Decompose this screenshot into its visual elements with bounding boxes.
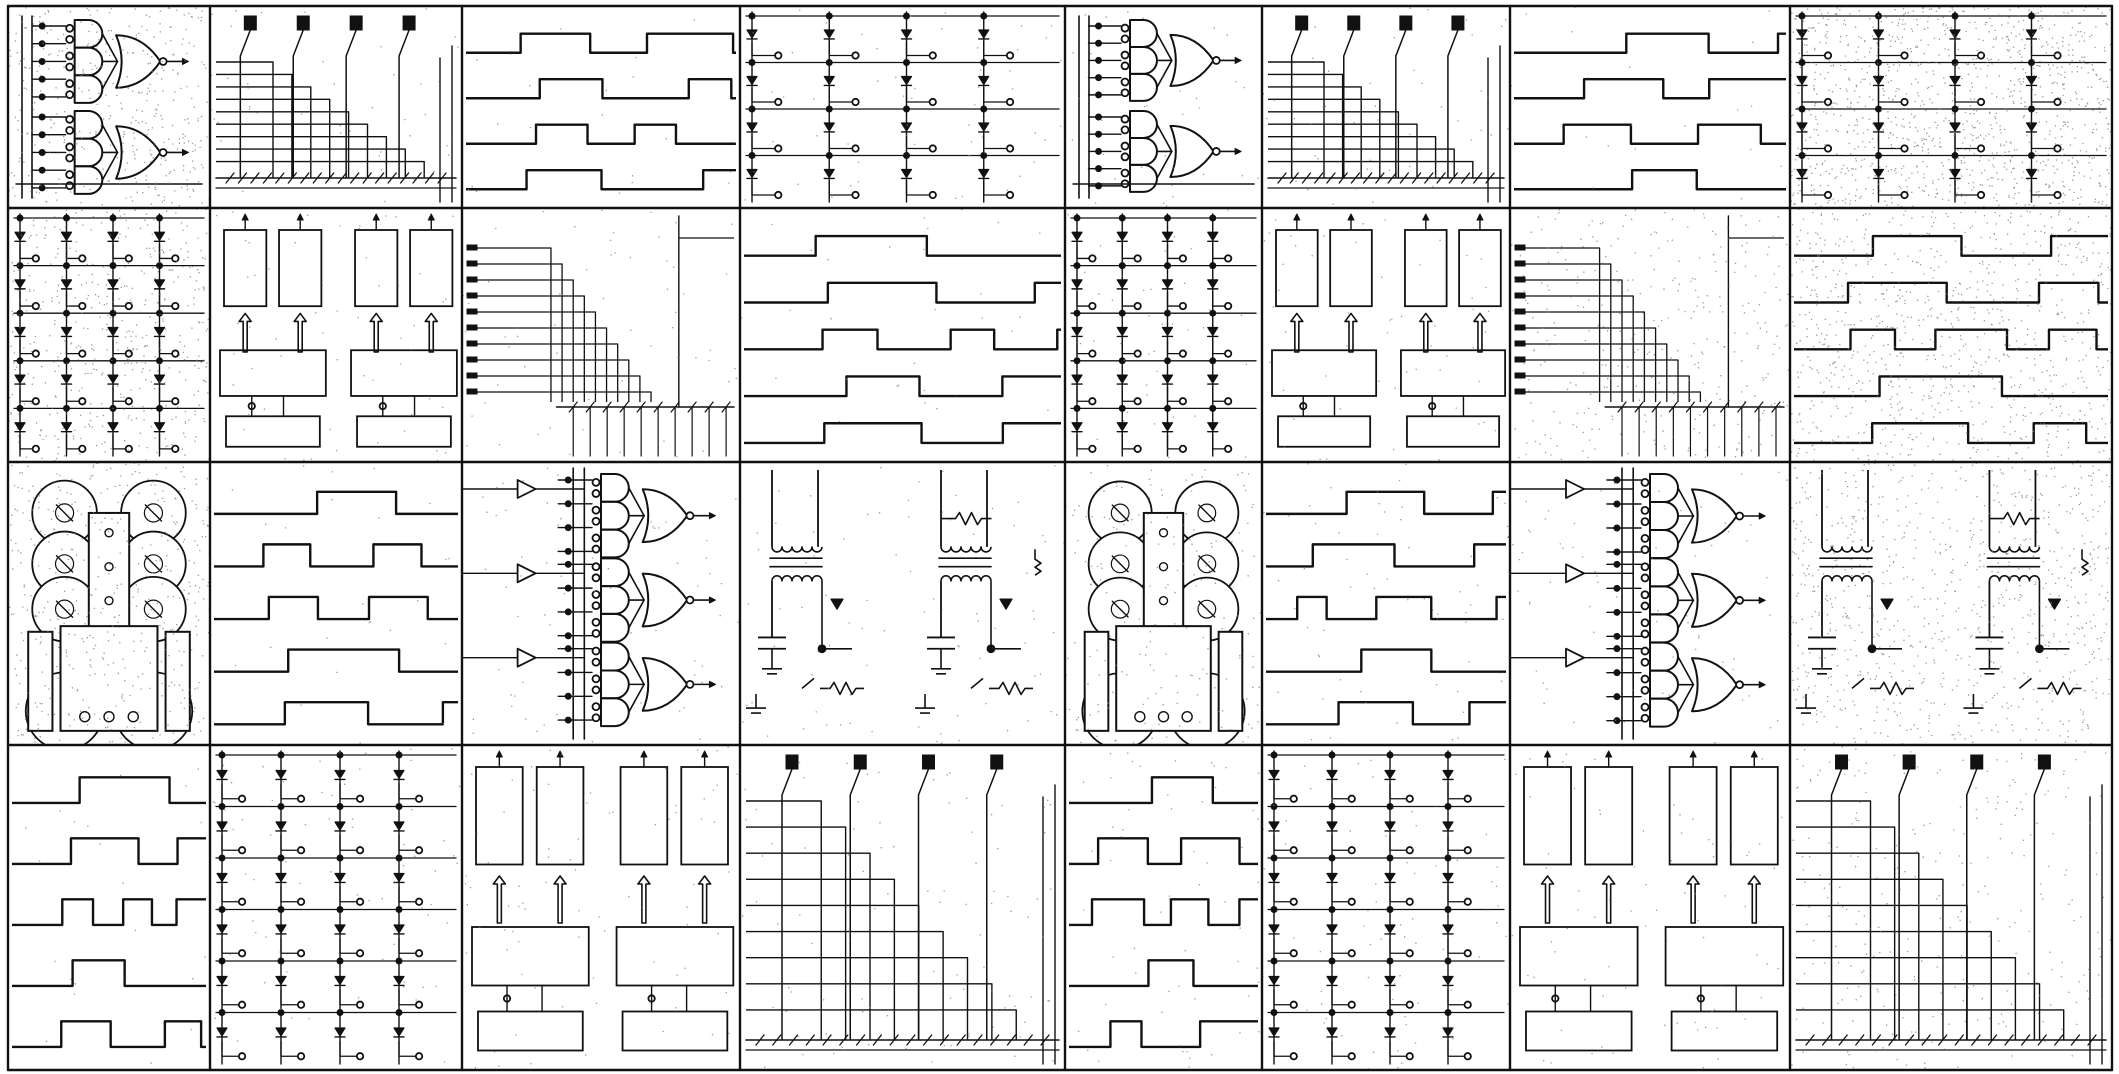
panel-timing-waves [8,745,210,1070]
panel-drawing [1262,745,1510,1070]
panel-drawing [1069,752,1260,1068]
panel-timing-waves [1262,462,1510,745]
panel-drawing [462,209,738,458]
panel-logic-gates [8,6,210,208]
panel-drawing [1263,463,1510,745]
panel-drawing [12,765,210,1064]
panel-buffered-gates [462,462,740,745]
panel-drawing [1790,6,2112,208]
panel-register-blocks [462,745,740,1070]
panel-diode-matrix [210,745,462,1070]
print-speckle [462,209,738,458]
panel-drawing [210,211,462,462]
panel-diode-matrix [8,208,210,462]
print-speckle [1071,11,1259,207]
panel-diode-matrix [1065,208,1262,462]
print-speckle [231,462,450,744]
print-speckle [1791,745,2112,1069]
panel-timing-waves [462,6,740,208]
print-speckle [1078,752,1260,1068]
print-speckle [467,19,732,194]
print-speckle [472,467,740,743]
print-speckle [740,208,1049,445]
panel-timing-waves [740,208,1065,462]
panel-drawing [210,8,459,203]
panel-timing-waves [1510,6,1790,208]
panel-transformer-circuit [740,462,1065,745]
panel-bus-lines-side-pins [1510,208,1790,462]
panel-drawing [740,208,1061,445]
panel-transformer-circuit [1790,462,2112,745]
panel-drawing [9,462,210,745]
panel-drawing [742,754,1065,1068]
print-speckle [25,765,210,1064]
panel-drawing [214,462,458,744]
panel-bus-lines-top-pins [740,745,1065,1070]
panel-diode-matrix [740,6,1065,208]
panel-register-blocks [210,208,462,462]
panel-drawing [1790,462,2112,745]
panel-drawing [1510,467,1790,744]
print-speckle [464,746,740,1069]
print-speckle [1263,463,1510,745]
panel-drawing [464,746,740,1069]
panel-drawing [1065,462,1262,745]
panel-register-blocks [1510,745,1790,1070]
print-speckle [212,748,461,1063]
panel-diode-matrix [1790,6,2112,208]
panel-mechanical-assembly [8,462,210,745]
panel-drawing [1067,209,1262,459]
panel-logic-gates [1065,6,1262,208]
panel-drawing [1791,745,2112,1069]
panel-register-blocks [1262,208,1510,462]
panel-drawing [1262,7,1509,206]
print-speckle [1262,7,1509,206]
panel-bus-lines-top-pins [1790,745,2112,1070]
panel-drawing [1511,209,1790,461]
panel-diode-matrix [1262,745,1510,1070]
panel-bus-lines-top-pins [210,6,462,208]
panel-grid-lines [6,4,2114,1072]
panel-timing-waves [1790,208,2112,462]
print-speckle [210,211,462,462]
print-speckle [1790,462,2112,745]
panel-mechanical-assembly [1065,462,1262,745]
print-speckle [1790,6,2112,208]
panel-timing-waves [210,462,462,745]
panel-drawing [462,467,740,743]
panel-drawing [742,462,1065,744]
panel-bus-lines-top-pins [1262,6,1510,208]
print-speckle [1512,471,1790,744]
panel-drawing [744,6,1062,203]
print-speckle [744,6,1062,201]
panel-drawing [8,6,210,208]
panel-drawing [1510,6,1786,200]
print-speckle [742,462,1065,744]
print-speckle [1511,209,1790,461]
panel-bus-lines-side-pins [462,208,740,462]
panel-drawing [212,748,461,1065]
panel-buffered-gates [1510,462,1790,745]
panel-drawing [466,19,736,194]
panel-drawing [1790,208,2112,462]
print-speckle [1790,208,2112,462]
panel-drawing [1071,11,1259,207]
print-speckle [210,8,459,203]
print-speckle [9,462,210,745]
panel-timing-waves [1065,745,1262,1070]
print-speckle [8,208,210,462]
panel-drawing [8,208,210,462]
